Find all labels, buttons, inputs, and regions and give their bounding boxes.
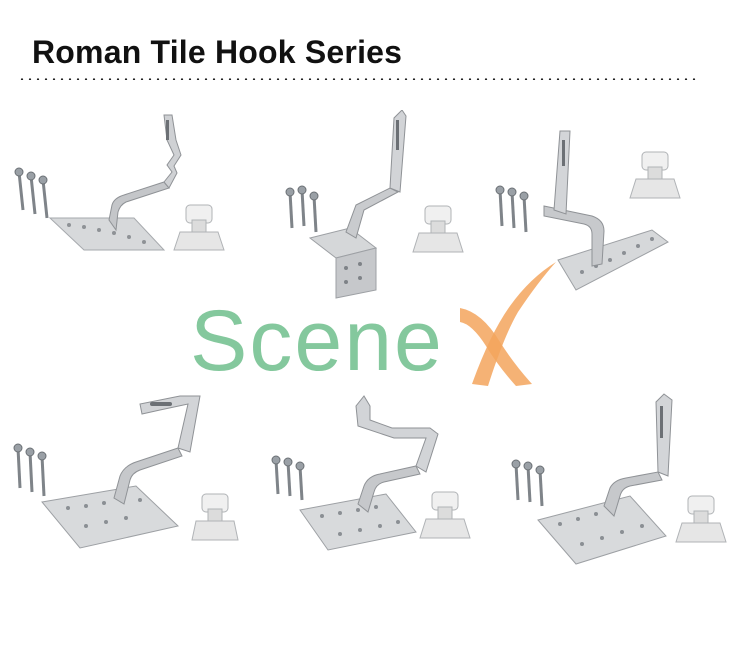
- product-hook-2: [280, 110, 480, 300]
- hook-1-illustration: [14, 114, 225, 251]
- product-hook-6: [506, 392, 736, 572]
- clamp-icon: [412, 205, 464, 253]
- screw-icon: [271, 455, 305, 501]
- clamp-icon: [191, 493, 239, 541]
- product-hook-5: [266, 388, 486, 563]
- clamp-icon: [173, 204, 225, 251]
- screw-icon: [495, 185, 529, 233]
- product-hook-1: [14, 110, 244, 280]
- hook-6-illustration: [511, 393, 727, 565]
- screw-icon: [511, 459, 545, 507]
- hook-4-illustration: [13, 395, 239, 549]
- product-hook-3: [492, 126, 722, 301]
- clamp-icon: [675, 495, 727, 543]
- hook-3-illustration: [495, 130, 681, 291]
- screw-icon: [13, 443, 47, 497]
- page-title: Roman Tile Hook Series: [32, 34, 403, 70]
- hook-2-illustration: [285, 110, 464, 299]
- dotted-divider: [18, 78, 700, 80]
- screw-icon: [14, 167, 49, 219]
- clamp-icon: [629, 151, 681, 199]
- product-hook-4: [10, 394, 240, 564]
- watermark-prefix: Scene: [190, 293, 444, 389]
- screw-icon: [285, 185, 319, 233]
- clamp-icon: [419, 491, 471, 539]
- brand-watermark: Scene: [190, 262, 570, 392]
- x-mark-icon: [460, 262, 556, 386]
- hook-5-illustration: [271, 395, 471, 551]
